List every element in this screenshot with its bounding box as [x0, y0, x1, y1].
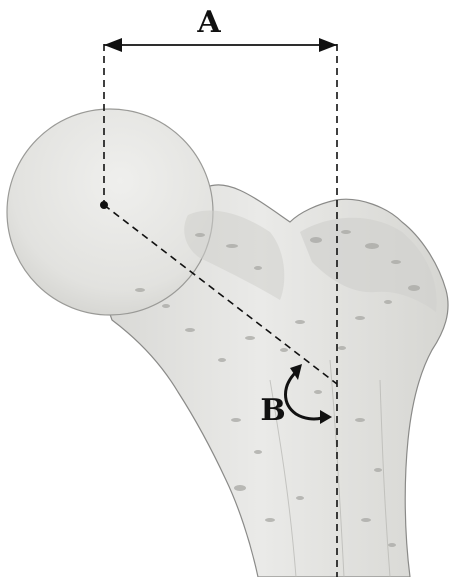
label-b: B: [260, 393, 285, 428]
dimension-a: [104, 38, 337, 52]
femur-illustration: [7, 109, 448, 577]
dimension-a-right-arrowhead: [319, 38, 337, 52]
head-center-point: [100, 201, 108, 209]
femoral-head: [7, 109, 213, 315]
dimension-a-left-arrowhead: [104, 38, 122, 52]
label-a: A: [196, 5, 221, 40]
